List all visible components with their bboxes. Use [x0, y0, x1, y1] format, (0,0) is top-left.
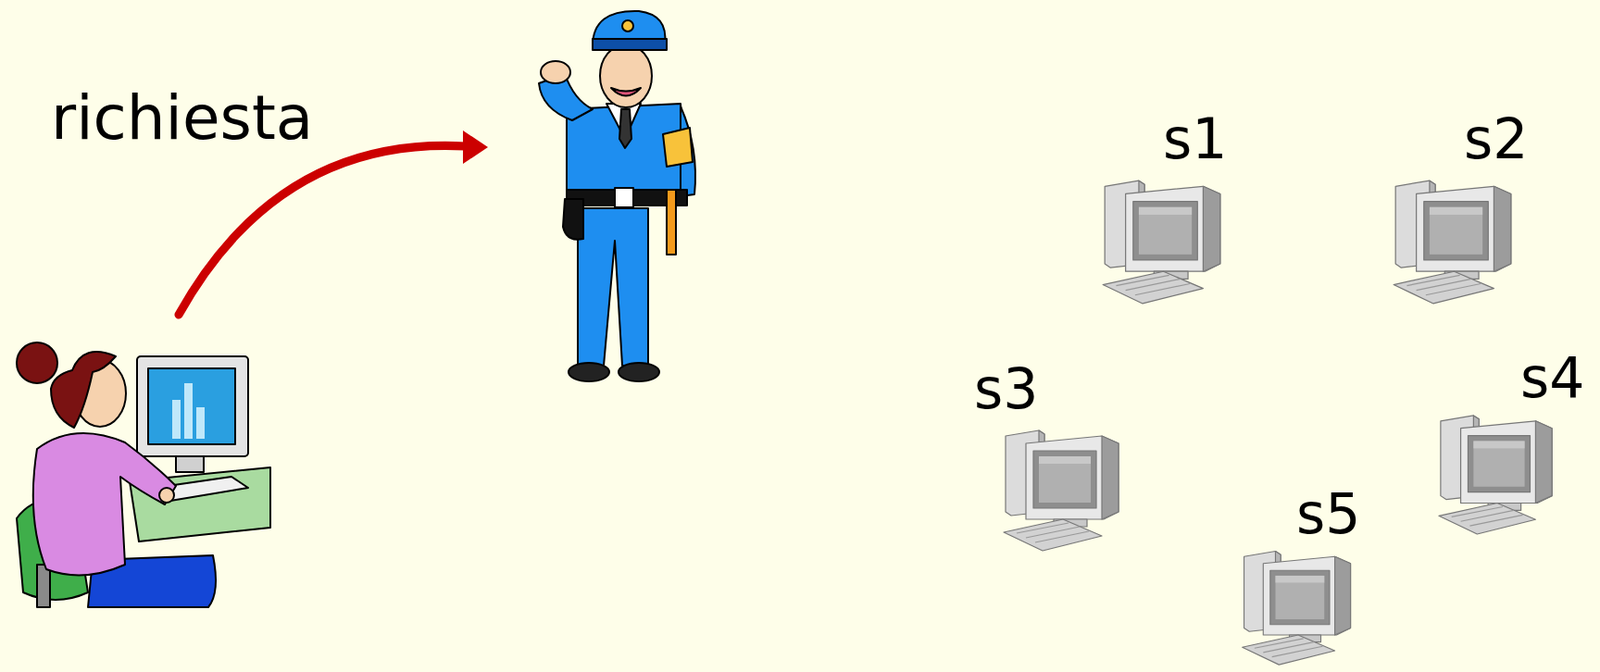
computer-icon	[1387, 173, 1521, 306]
computer-icon	[1433, 408, 1562, 537]
computer-node: s1	[1097, 111, 1232, 308]
computer-icon	[1237, 544, 1360, 667]
computer-icon	[1097, 173, 1230, 306]
server-label: s1	[1162, 111, 1227, 167]
computer-icon	[998, 423, 1128, 553]
user-figure	[16, 342, 271, 608]
server-label: s3	[974, 361, 1038, 417]
computer-node: s2	[1387, 111, 1532, 308]
server-label: s2	[1463, 111, 1528, 167]
guard-figure	[538, 11, 696, 382]
computer-node: s3	[974, 361, 1130, 558]
server-label: s4	[1520, 350, 1585, 406]
computer-node: s5	[1237, 486, 1372, 669]
arrow-label: richiesta	[50, 87, 313, 150]
server-label: s5	[1296, 486, 1361, 542]
computer-node: s4	[1433, 350, 1589, 538]
request-arrow	[178, 130, 488, 315]
